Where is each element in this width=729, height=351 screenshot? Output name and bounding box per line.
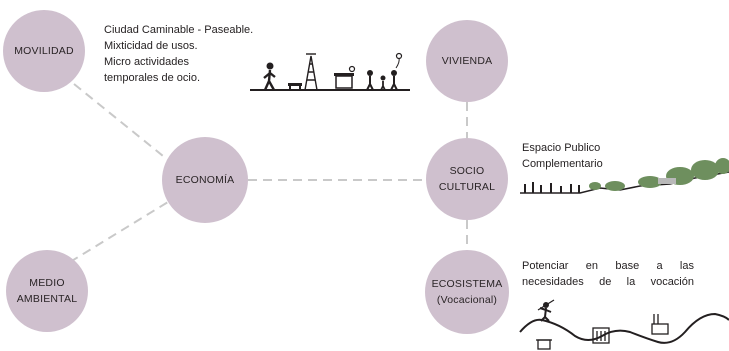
vegetation-icon [589,158,729,191]
movilidad-illustration [250,52,410,91]
node-eco-label-line1: ECOSISTEMA [431,278,503,290]
movilidad-desc-line: Ciudad Caminable - Paseable. [104,24,254,36]
socio-cultural-illustration [520,158,729,194]
node-medio-label-line1: MEDIO [29,277,65,289]
tower-icon [304,53,318,91]
movilidad-description: Ciudad Caminable - Paseable. Mixticidad … [104,22,294,86]
node-vivienda-label: VIVIENDA [441,55,493,67]
bench-icon [288,83,302,86]
node-ecosistema: ECOSISTEMA (Vocacional) [425,250,509,334]
node-movilidad-label: MOVILIDAD [14,45,74,57]
eco-desc-line: necesidades de la vocación [522,276,694,288]
connector-movilidad-economia [73,83,169,161]
ecosistema-description: Potenciar en base a las necesidades de l… [522,258,694,290]
node-socio-label-line1: SOCIO [449,165,485,177]
node-eco-label-line2: (Vocacional) [436,294,498,306]
building-icon [592,327,610,344]
node-economia-label: ECONOMÍA [175,174,235,186]
people-silhouettes [524,182,580,193]
movilidad-desc-line: Mixticidad de usos. [104,40,198,52]
family-icon [366,52,403,91]
node-movilidad: MOVILIDAD [3,10,85,92]
node-vivienda: VIVIENDA [426,20,508,102]
walking-person-icon [263,62,276,91]
movilidad-desc-line: Micro actividades [104,56,189,68]
hiker-icon [537,299,555,322]
node-socio-label-line2: CULTURAL [438,181,496,193]
connector-medio-economia [69,201,169,263]
hills-line [519,312,729,344]
ecosistema-illustration [519,299,729,350]
node-medio-ambiental: MEDIO AMBIENTAL [6,250,88,332]
pavilion-icon [658,178,676,184]
shelter-icon [536,339,552,350]
node-economia: ECONOMÍA [162,137,248,223]
kiosk-icon [334,65,356,89]
socio-desc-line: Complementario [522,158,603,170]
factory-icon [651,314,669,335]
node-socio-cultural: SOCIO CULTURAL [426,138,508,220]
socio-description: Espacio Publico Complementario [522,140,712,172]
eco-desc-line: Potenciar en base a las [522,260,694,272]
socio-desc-line: Espacio Publico [522,142,601,154]
node-medio-label-line2: AMBIENTAL [16,293,78,305]
movilidad-desc-line: temporales de ocio. [104,72,200,84]
